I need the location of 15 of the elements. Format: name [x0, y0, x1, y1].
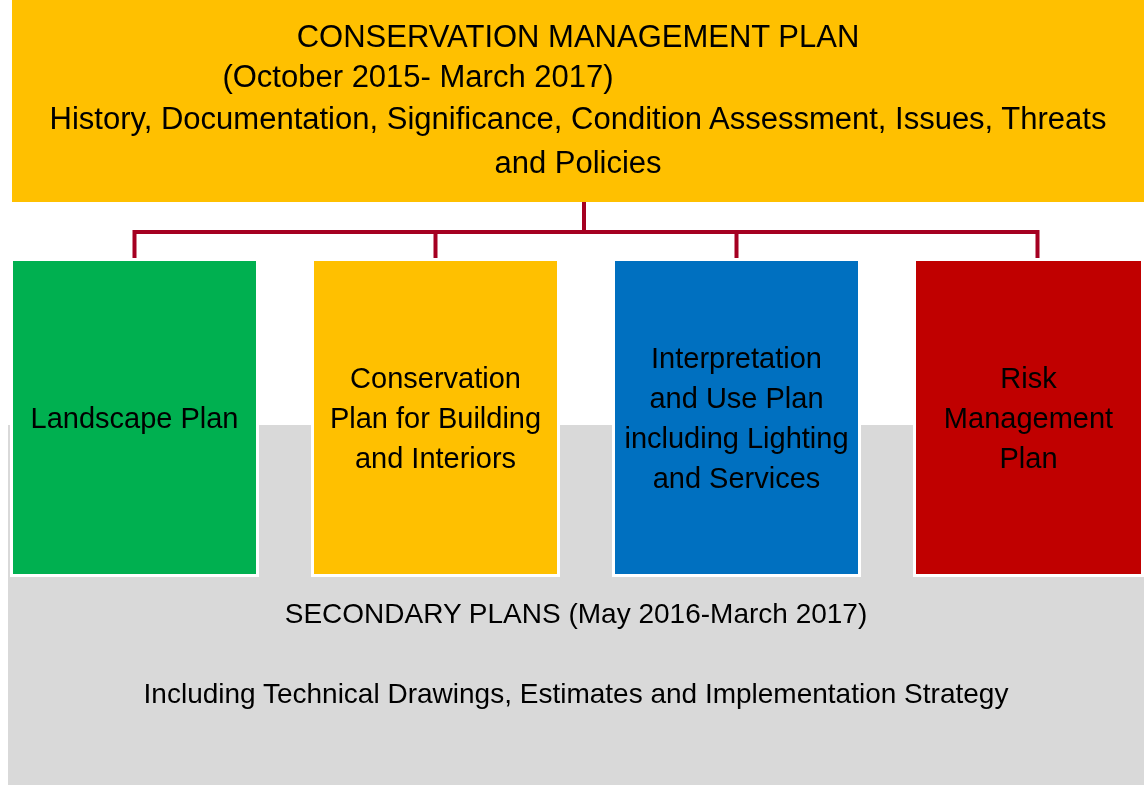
- plan-label: Risk Management Plan: [942, 360, 1115, 476]
- title-banner: [12, 0, 1144, 202]
- heading: SECONDARY PLANS (May 2016-March 2017): [284, 597, 868, 631]
- plan-label: Conservation Plan for Building and Interiors: [328, 360, 543, 476]
- description: Including Technical Drawings, Estimates and Implementation Strategy: [143, 677, 1009, 711]
- plan-box: [10, 258, 259, 577]
- plan-box: [612, 258, 861, 577]
- title: CONSERVATION MANAGEMENT PLAN: [296, 18, 860, 56]
- plan-label: Landscape Plan: [30, 400, 239, 436]
- date-range: (October 2015- March 2017): [222, 58, 614, 96]
- connector-line: [582, 202, 1040, 258]
- plan-box: [311, 258, 560, 577]
- plan-label: Interpretation and Use Plan including Lighting and Services: [623, 340, 850, 496]
- description: History, Documentation, Significance, Condition Assessment, Issues, Threats and Policies: [48, 100, 1108, 182]
- plan-box: [913, 258, 1144, 577]
